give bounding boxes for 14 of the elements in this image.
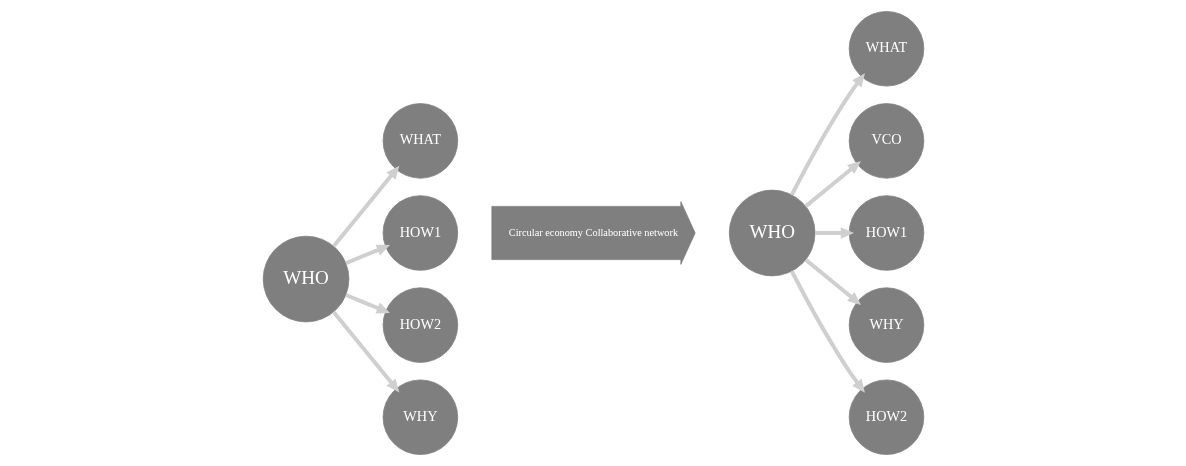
node-circle: WHO (262, 235, 349, 323)
arrow (344, 293, 390, 314)
arrow (814, 227, 854, 239)
node-circle: HOW2 (382, 287, 458, 363)
arrow (789, 73, 865, 196)
arrow (331, 165, 399, 248)
arrow (804, 161, 861, 208)
node-circle: HOW1 (382, 195, 458, 271)
arrow (331, 310, 399, 393)
arrow (344, 244, 390, 265)
node-circle: HOW1 (848, 195, 924, 271)
arrow (804, 258, 861, 305)
node-circle: WHO (728, 189, 815, 277)
arrow (789, 270, 865, 393)
